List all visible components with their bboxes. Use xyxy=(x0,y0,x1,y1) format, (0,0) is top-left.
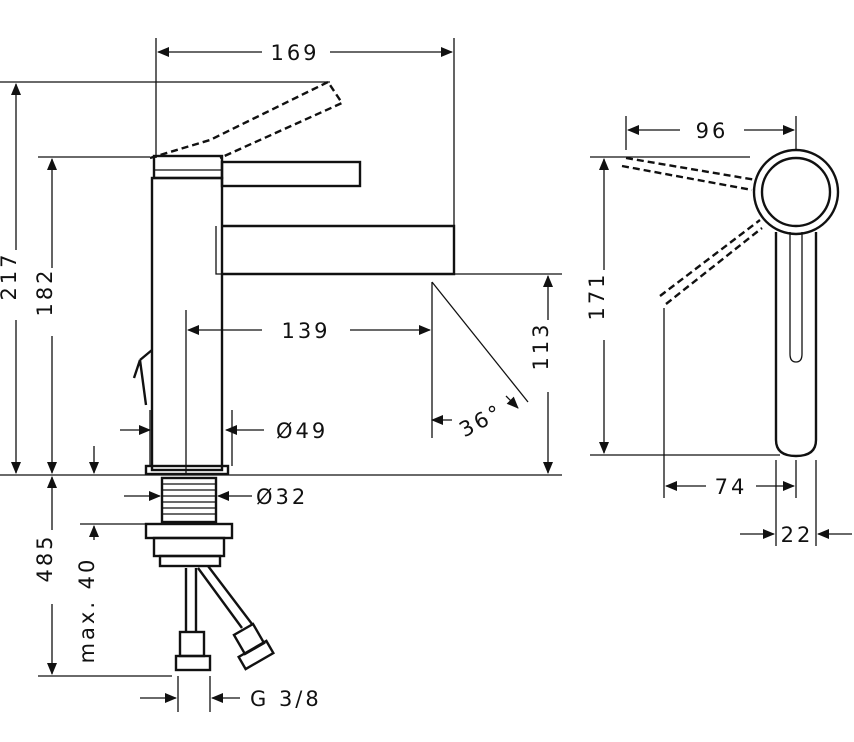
dim-36deg: 36° xyxy=(455,399,507,442)
top-cap-inner xyxy=(760,156,832,228)
base-ring xyxy=(144,464,230,476)
dim-22: 22 xyxy=(781,523,814,547)
handle-cap xyxy=(152,154,224,180)
side-lever xyxy=(774,232,818,458)
threaded-shank xyxy=(160,476,218,524)
lever-dashed-up xyxy=(621,156,757,192)
mounting-nut xyxy=(152,536,226,558)
dim-dia-49: Ø49 xyxy=(276,419,328,443)
spout xyxy=(222,224,456,276)
dim-dia-32: Ø32 xyxy=(256,485,308,509)
mounting-plate xyxy=(144,522,234,540)
front-view: 169 217 182 139 113 36° Ø49 xyxy=(0,38,562,712)
dim-485: 485 xyxy=(33,533,57,582)
dim-182: 182 xyxy=(33,267,57,316)
side-view: 96 171 74 22 xyxy=(585,116,852,547)
dim-74: 74 xyxy=(715,475,748,499)
lever-dashed-down xyxy=(659,219,763,305)
faucet-body xyxy=(150,176,224,472)
popup-rod xyxy=(132,349,153,406)
dim-169: 169 xyxy=(270,41,319,65)
supply-hoses xyxy=(174,565,275,672)
dim-217: 217 xyxy=(0,251,21,300)
dim-thread: G 3/8 xyxy=(250,687,322,711)
water-jet-line xyxy=(431,281,529,403)
dim-max-40: max. 40 xyxy=(75,557,99,664)
top-cap-outer xyxy=(752,148,840,236)
lever-raised-position xyxy=(149,80,344,160)
dim-96: 96 xyxy=(696,119,729,143)
dim-139: 139 xyxy=(281,319,330,343)
dim-171: 171 xyxy=(585,271,609,320)
dim-113: 113 xyxy=(529,321,553,370)
lever-handle xyxy=(220,160,362,188)
